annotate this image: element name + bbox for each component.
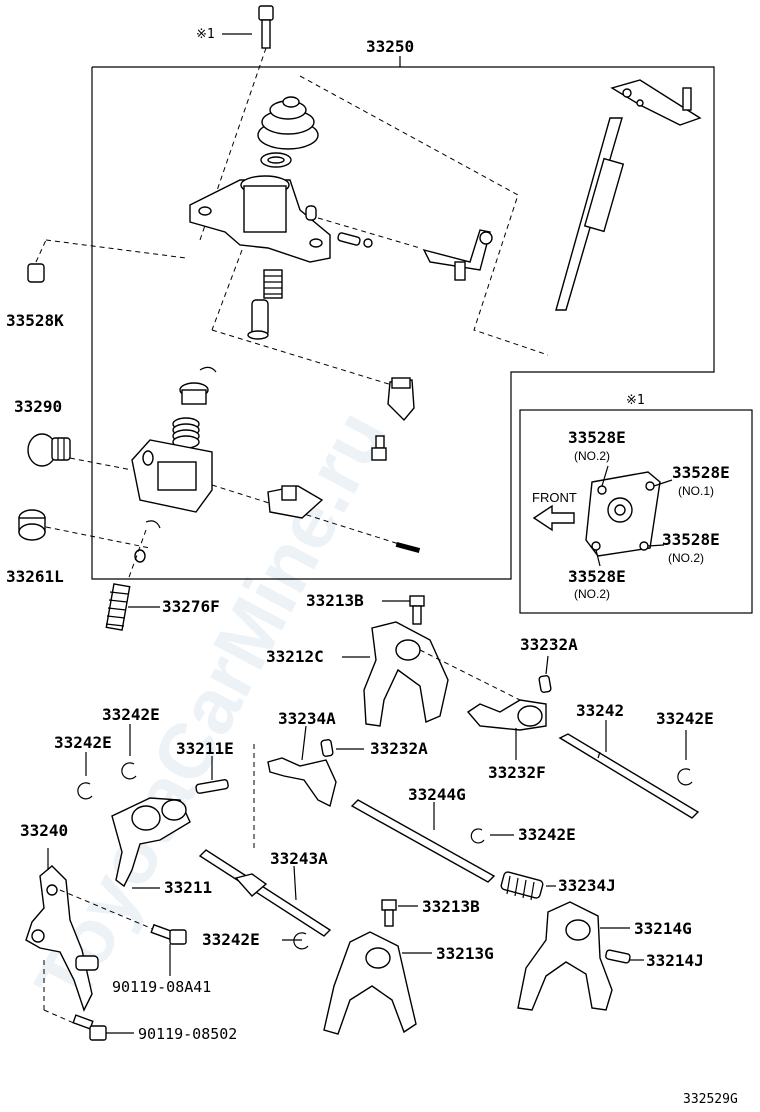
label-33528K: 33528K: [6, 311, 64, 330]
clip-33242E-right: [677, 768, 693, 786]
fork-33212C: [363, 621, 449, 727]
label-33242E-mid: 33242E: [518, 825, 576, 844]
inset-label-2: 33528E: [672, 463, 730, 482]
label-90119-08A41: 90119-08A41: [112, 978, 211, 996]
label-33211: 33211: [164, 878, 212, 897]
clip-33242E-left1: [77, 782, 93, 800]
reverse-lever: [387, 377, 415, 422]
inset-marker: ※1: [626, 393, 645, 408]
label-33232A-top: 33232A: [520, 635, 578, 654]
fork-33213G: [323, 931, 417, 1035]
pin-33214J: [605, 949, 631, 964]
spring-upper: [263, 269, 283, 299]
label-90119-08502: 90119-08502: [138, 1025, 237, 1043]
inset-box: [519, 409, 753, 614]
inset-sub-3: (NO.2): [668, 551, 704, 565]
rod-33242: [558, 733, 700, 819]
arm-33232F: [466, 699, 547, 731]
spring-33276F: [105, 583, 131, 631]
bush-33261L: [18, 509, 46, 541]
label-33232A-mid: 33232A: [370, 739, 428, 758]
plug-33290: [27, 433, 71, 467]
pin-33211E: [195, 779, 229, 794]
label-33242E-bottom: 33242E: [202, 930, 260, 949]
inset-sub-2: (NO.1): [678, 484, 714, 498]
bush-33528K: [27, 263, 45, 283]
inset-label-1: 33528E: [568, 428, 626, 447]
shift-head: [267, 485, 324, 519]
fork-33214G: [517, 901, 613, 1011]
label-33242E-right: 33242E: [656, 709, 714, 728]
pin-33232A-mid: [320, 739, 334, 757]
inset-label-4: 33528E: [568, 567, 626, 586]
small-bolt: [371, 435, 387, 461]
label-33232F: 33232F: [488, 763, 546, 782]
bracket-33240: [25, 865, 99, 1012]
label-33242: 33242: [576, 701, 624, 720]
label-33240: 33240: [20, 821, 68, 840]
detent-spring: [172, 417, 200, 449]
label-33244G: 33244G: [408, 785, 466, 804]
rod-33244G: [350, 799, 496, 883]
inset-plate: [585, 471, 661, 557]
detent-cap: [179, 382, 209, 405]
interlock-block: [131, 439, 213, 513]
label-33290: 33290: [14, 397, 62, 416]
label-33234J: 33234J: [558, 876, 616, 895]
slider-33234A: [267, 757, 337, 808]
inset-sub-4: (NO.2): [574, 587, 610, 601]
plunger: [247, 299, 269, 340]
inset-sub-1: (NO.2): [574, 449, 610, 463]
front-arrow-icon: [532, 504, 575, 532]
inset-label-3: 33528E: [662, 530, 720, 549]
label-33242E-left1: 33242E: [54, 733, 112, 752]
clip-33242E-mid: [470, 828, 485, 844]
label-33213B-top: 33213B: [306, 591, 364, 610]
label-33276F: 33276F: [162, 597, 220, 616]
lever-33211: [111, 797, 191, 888]
shift-lever-boot: [257, 96, 319, 150]
selector-lever: [422, 229, 493, 281]
label-33250: 33250: [366, 37, 414, 56]
bolt-top: [258, 5, 274, 49]
label-33214G: 33214G: [634, 919, 692, 938]
label-33234A: 33234A: [278, 709, 336, 728]
label-33243A: 33243A: [270, 849, 328, 868]
label-33212C: 33212C: [266, 647, 324, 666]
bolt-33213B-top: [409, 595, 425, 625]
label-33214J: 33214J: [646, 951, 704, 970]
label-33213B-bottom: 33213B: [422, 897, 480, 916]
bolt-33213B-bottom: [381, 899, 397, 927]
washer-ring: [260, 152, 292, 168]
label-33213G: 33213G: [436, 944, 494, 963]
label-33242E-left2: 33242E: [102, 705, 160, 724]
front-label: FRONT: [532, 490, 577, 505]
clip-33242E-left2: [121, 762, 137, 780]
spring-33234J: [500, 871, 544, 901]
shift-shaft: [555, 79, 702, 311]
pin-small: [337, 232, 373, 248]
clip-33242E-bottom: [293, 932, 309, 950]
bolt-90119-08502: [72, 1014, 107, 1041]
label-33261L: 33261L: [6, 567, 64, 586]
pin-33232A-top: [538, 675, 552, 693]
bolt-90119-08A41: [150, 923, 187, 945]
footer-code: 332529G: [683, 1092, 738, 1107]
shift-housing: [189, 175, 331, 263]
label-33211E: 33211E: [176, 739, 234, 758]
assembly-box-33250: [91, 66, 715, 580]
rod-33243A: [198, 849, 332, 937]
note-marker: ※1: [196, 27, 215, 42]
